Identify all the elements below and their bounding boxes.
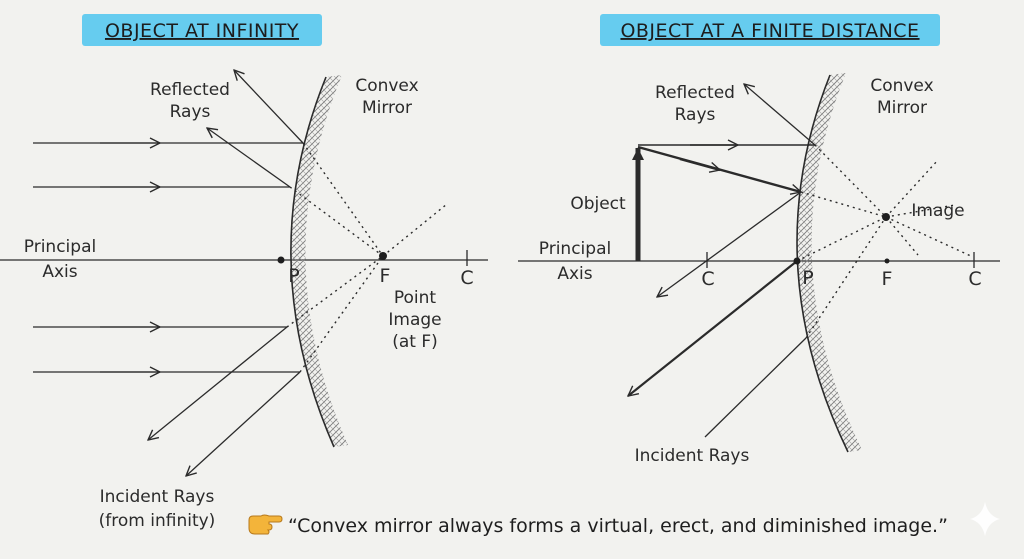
right-reflected-ray-2 bbox=[657, 191, 802, 297]
left-pole-label: P bbox=[288, 265, 299, 287]
right-principal-axis-label-line2: Axis bbox=[557, 264, 592, 284]
left-reflected-ray-3 bbox=[148, 326, 288, 440]
right-panel: OBJECT AT A FINITE DISTANCE bbox=[518, 14, 1000, 466]
left-reflected-ray-4 bbox=[186, 371, 301, 476]
left-point-image-label-line3: (at F) bbox=[392, 332, 438, 352]
left-point-image-label-line1: Point bbox=[394, 288, 437, 308]
right-mirror-label-line2: Mirror bbox=[877, 98, 927, 118]
left-panel: OBJECT AT INFINITY bbox=[0, 14, 488, 531]
right-incident-rays-label: Incident Rays bbox=[635, 446, 750, 466]
right-image-point bbox=[882, 213, 890, 221]
footer: “Convex mirror always forms a virtual, e… bbox=[248, 514, 948, 537]
right-incident-ray-2-mid bbox=[679, 157, 720, 170]
left-mirror-label-line1: Convex bbox=[355, 76, 418, 96]
right-lower-incident-ray bbox=[704, 337, 807, 438]
left-virtual-extensions bbox=[286, 142, 448, 373]
right-object-label: Object bbox=[570, 194, 626, 214]
right-title-highlight bbox=[600, 14, 940, 46]
hand-pointing-right-icon bbox=[248, 514, 283, 535]
left-pole-point bbox=[277, 256, 285, 264]
right-lower-reflected-ray bbox=[628, 260, 798, 396]
right-pole-label: P bbox=[802, 267, 813, 289]
left-incident-rays-label-line1: Incident Rays bbox=[100, 487, 215, 507]
left-focus-label: F bbox=[380, 265, 391, 287]
right-focus-label: F bbox=[882, 268, 893, 290]
right-centre-left-label: C bbox=[701, 268, 714, 290]
right-centre-label: C bbox=[968, 268, 981, 290]
left-convex-mirror bbox=[290, 76, 335, 448]
right-focus-point bbox=[884, 258, 890, 264]
right-virtual-extensions bbox=[796, 144, 974, 339]
left-reflected-ray-2 bbox=[207, 128, 291, 188]
right-reflected-ray-1 bbox=[744, 84, 816, 146]
left-title: OBJECT AT INFINITY bbox=[105, 20, 299, 42]
footer-quote: “Convex mirror always forms a virtual, e… bbox=[288, 515, 948, 537]
left-reflected-ray-1 bbox=[234, 70, 304, 144]
left-principal-axis-label-line2: Axis bbox=[42, 262, 77, 282]
left-reflected-rays-label-line1: Reflected bbox=[150, 80, 230, 100]
left-title-highlight bbox=[82, 14, 322, 46]
left-mirror-hatching bbox=[290, 75, 348, 447]
right-mirror-hatching bbox=[797, 73, 862, 452]
right-principal-axis-label-line1: Principal bbox=[539, 239, 611, 259]
left-incident-rays-label-line2: (from infinity) bbox=[99, 511, 216, 531]
left-focus-point bbox=[379, 252, 387, 260]
right-title: OBJECT AT A FINITE DISTANCE bbox=[620, 20, 919, 42]
left-mirror-label-line2: Mirror bbox=[362, 98, 412, 118]
left-point-image-label-line2: Image bbox=[388, 310, 441, 330]
right-reflected-rays-label-line1: Reflected bbox=[655, 83, 735, 103]
right-pole-point bbox=[793, 257, 801, 265]
left-principal-axis-label-line1: Principal bbox=[24, 237, 96, 257]
left-reflected-rays-label-line2: Rays bbox=[170, 102, 211, 122]
right-reflected-rays-label-line2: Rays bbox=[675, 105, 716, 125]
right-image-label: Image bbox=[911, 201, 964, 221]
left-centre-label: C bbox=[460, 267, 473, 289]
right-mirror-label-line1: Convex bbox=[870, 76, 933, 96]
sparkle-icon bbox=[970, 502, 1000, 536]
